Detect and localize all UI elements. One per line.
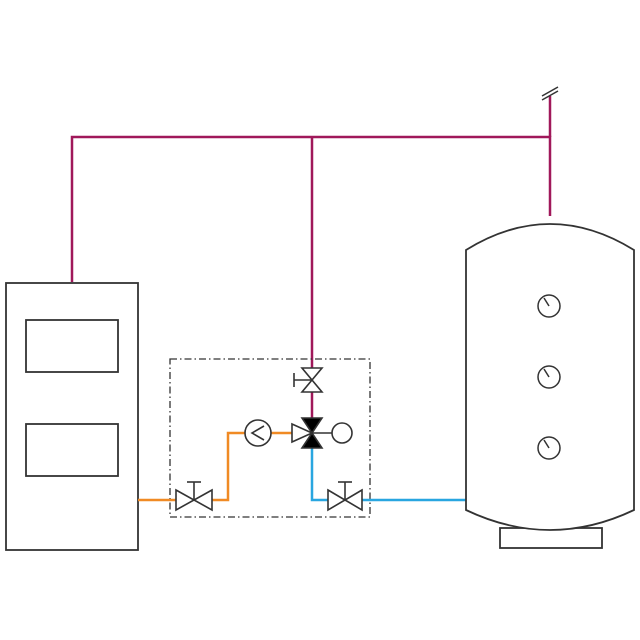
thermometers <box>537 294 561 460</box>
boiler-upper-door <box>25 319 119 373</box>
boiler <box>5 282 139 551</box>
actuator-icon <box>331 422 353 444</box>
three-way-valve-left <box>291 422 314 444</box>
gauge-icon <box>537 294 561 318</box>
tank-base <box>499 527 603 549</box>
three-way-valve-top <box>300 417 324 435</box>
supply-pipe <box>138 431 292 502</box>
three-way-valve-bottom <box>300 431 324 449</box>
branch-gate-valve-icon <box>293 367 324 393</box>
return-gate-valve-icon <box>327 481 363 512</box>
break-mark-icon <box>541 86 559 101</box>
gauge-icon <box>537 436 561 460</box>
main-flow-pipe <box>70 96 552 418</box>
three-way-valve-icon <box>291 417 353 449</box>
return-mixer-to-valve <box>310 448 328 502</box>
circulation-pump-icon <box>244 419 272 447</box>
return-pipe <box>310 448 466 502</box>
supply-gate-valve-icon <box>175 481 213 512</box>
supply-valve-to-pump <box>212 431 245 502</box>
mixing-station-frame <box>169 358 371 518</box>
gauge-icon <box>537 365 561 389</box>
boiler-lower-door <box>25 423 119 477</box>
